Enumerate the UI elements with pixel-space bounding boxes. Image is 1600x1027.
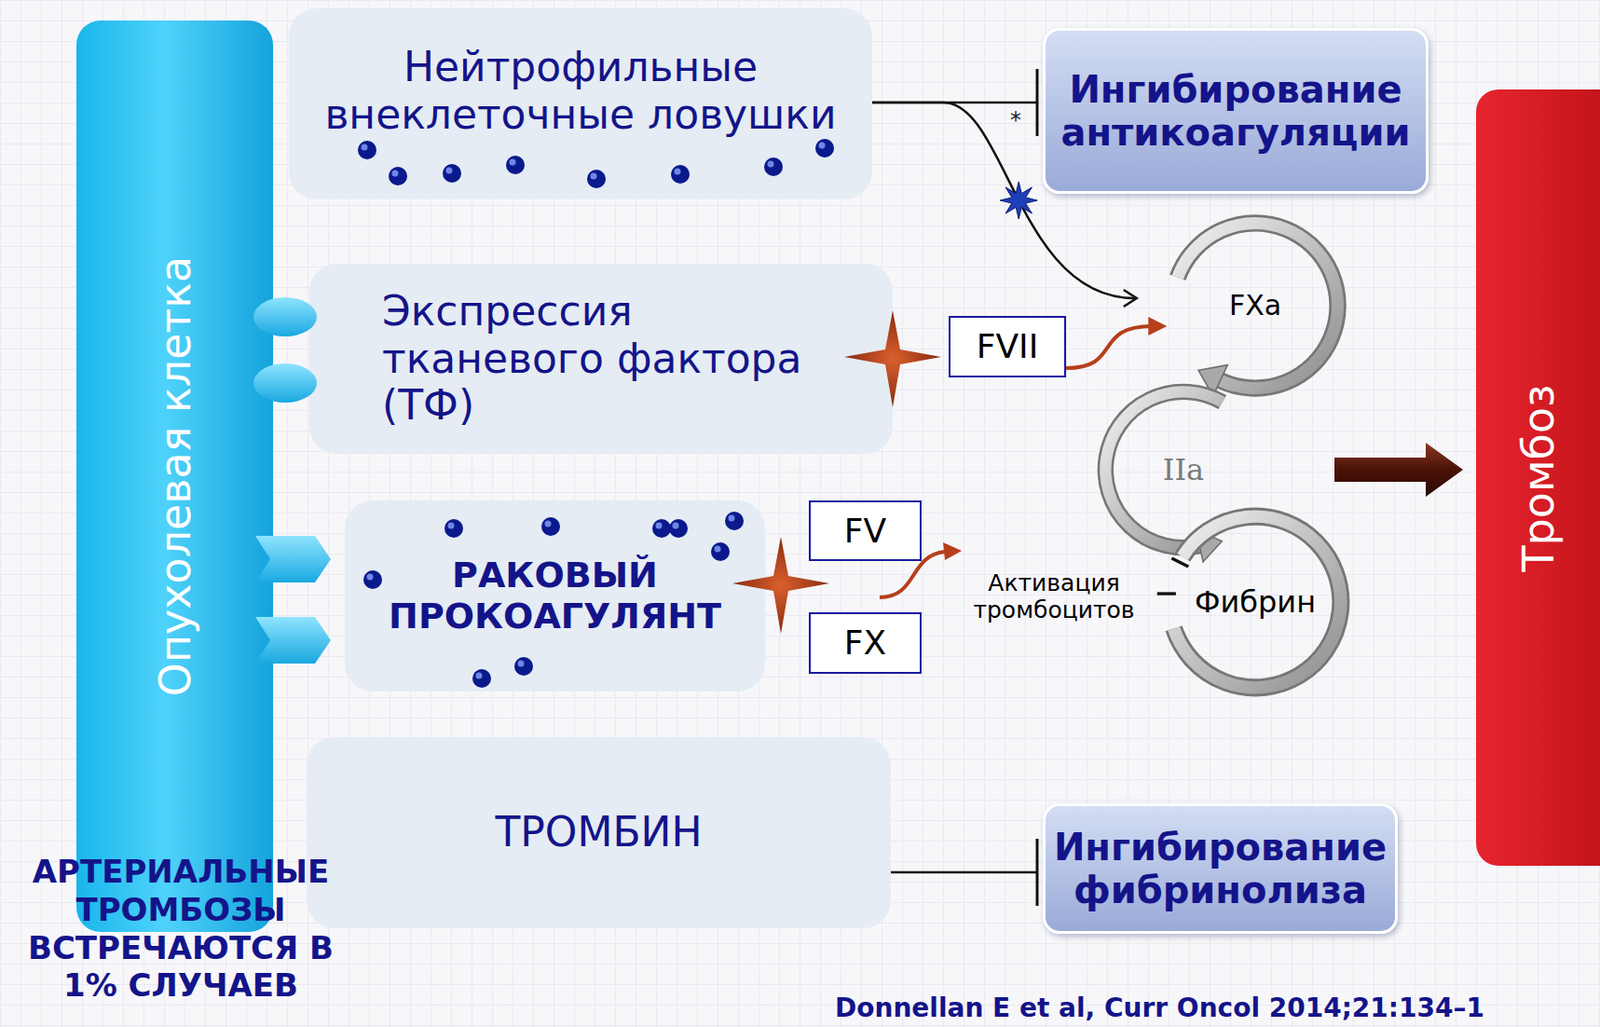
effect-box: Ингибирование антикоагуляции — [1042, 27, 1429, 194]
node-text: Фибрин — [1194, 585, 1316, 620]
tick-mark — [1171, 558, 1189, 567]
inhibition-bar — [1036, 838, 1040, 906]
particle-dot — [541, 517, 561, 536]
particle-shine — [674, 168, 682, 176]
node-text: Нейтрофильные внеклеточные ловушки — [311, 43, 850, 138]
particle-shine — [509, 159, 517, 166]
receptor-ellipse — [253, 297, 317, 337]
ring-outline — [1174, 516, 1341, 688]
particle-shine — [361, 144, 369, 151]
burst-mark — [999, 181, 1038, 219]
particle-shine — [476, 672, 483, 680]
particle-shine — [446, 167, 453, 175]
process-box: ТРОМБИН — [306, 737, 891, 929]
node-text: Ингибирование фибринолиза — [1053, 825, 1387, 912]
node-text: FVII — [976, 327, 1040, 366]
arrow-head — [1148, 316, 1167, 336]
note-text: АРТЕРИАЛЬНЫЕ ТРОМБОЗЫ ВСТРЕЧАЮТСЯ В 1% С… — [7, 852, 355, 1005]
activation-star — [844, 310, 942, 408]
connector-line — [890, 871, 1038, 875]
particle-dot — [652, 519, 671, 538]
node-text: Ингибирование антикоагуляции — [1060, 68, 1411, 154]
receptor-pentagon — [255, 535, 331, 583]
particle-dot — [670, 164, 690, 184]
node-text: РАКОВЫЙ ПРОКОАГУЛЯНТ — [359, 555, 751, 637]
arrow-head — [1123, 289, 1137, 307]
ring-outline — [1177, 222, 1339, 388]
particle-dot — [514, 656, 534, 676]
cycle-ring: IIa — [1088, 374, 1279, 565]
particle-dot — [764, 157, 783, 177]
cycle-ring: FXa — [1154, 205, 1356, 407]
node-text: Экспрессия тканевого фактора (ТФ) — [382, 287, 830, 430]
particle-dot — [669, 519, 688, 538]
node-text: FXa — [1229, 289, 1282, 323]
ring-body — [1174, 516, 1341, 688]
node-text: FX — [844, 623, 887, 662]
particle-dot — [363, 570, 383, 589]
citation: Donnellan E et al, Curr Oncol 2014;21:13… — [834, 993, 1485, 1024]
particle-dot — [388, 166, 408, 186]
node-text: Опухолевая клетка — [150, 256, 200, 697]
particle-shine — [367, 574, 374, 581]
arrow-head — [943, 542, 962, 561]
tick-mark — [1157, 591, 1177, 595]
receptor-ellipse — [253, 363, 317, 403]
tumor-cell-bar: Опухолевая клетка — [76, 20, 274, 932]
particle-dot — [444, 519, 464, 538]
particle-shine — [545, 520, 552, 528]
block-arrow — [1334, 442, 1464, 497]
factor-box: FX — [808, 612, 922, 674]
particle-shine — [819, 142, 826, 150]
receptor-pentagon — [255, 616, 331, 664]
particle-shine — [656, 522, 663, 530]
particle-shine — [590, 173, 598, 180]
node-text: FV — [844, 511, 887, 550]
particle-dot — [815, 138, 835, 158]
process-box: Нейтрофильные внеклеточные ловушки — [288, 8, 873, 200]
particle-dot — [442, 164, 462, 183]
outcome-bar: Тромбоз — [1476, 89, 1600, 866]
particle-dot — [357, 140, 377, 160]
effect-box: Ингибирование фибринолиза — [1042, 803, 1398, 934]
particle-shine — [448, 522, 455, 530]
activation-arrow — [879, 551, 945, 598]
particle-dot — [711, 542, 730, 561]
factor-box: FV — [808, 500, 922, 561]
process-label: Активация тромбоцитов — [954, 570, 1154, 625]
process-box: РАКОВЫЙ ПРОКОАГУЛЯНТ — [344, 500, 766, 692]
node-text: Тромбоз — [1513, 383, 1563, 572]
node-text: IIa — [1162, 452, 1204, 488]
factor-box: FVII — [948, 315, 1067, 378]
process-box: Экспрессия тканевого фактора (ТФ) — [309, 263, 893, 454]
node-text: ТРОМБИН — [494, 808, 702, 857]
particle-dot — [505, 155, 525, 175]
particle-shine — [392, 170, 399, 178]
particle-dot — [724, 511, 744, 531]
connector — [890, 838, 1038, 906]
connector — [1334, 442, 1464, 497]
inhibition-bar — [1036, 68, 1040, 137]
particle-shine — [672, 522, 680, 530]
activation-star — [732, 536, 830, 634]
connector-line — [1066, 326, 1152, 369]
cycle-ring: Фибрин — [1150, 497, 1360, 707]
particle-shine — [767, 161, 775, 168]
particle-dot — [587, 169, 606, 189]
ring-body — [1177, 222, 1339, 388]
connector — [1066, 316, 1167, 369]
particle-dot — [472, 669, 492, 688]
particle-shine — [714, 546, 722, 553]
footnote-mark: * — [1010, 108, 1022, 135]
particle-shine — [518, 660, 525, 668]
particle-shine — [728, 515, 736, 522]
